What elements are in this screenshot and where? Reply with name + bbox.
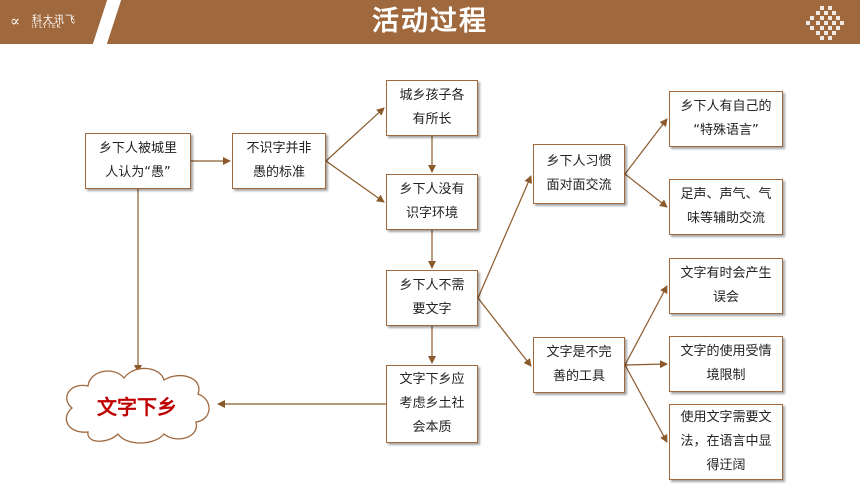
edge-n8-n13 [624,364,668,443]
node-line: 文字有时会产生 [680,266,772,281]
node-misunderstanding: 文字有时会产生误会 [669,258,783,314]
dot-pattern-icon [806,6,844,40]
node-illiteracy-not-standard: 不识字并非愚的标准 [232,133,326,189]
node-line: 使用文字需要文 [680,410,772,425]
edge-n8-n11 [624,285,668,366]
logo-mark: ∝ [10,12,21,30]
node-line: 文字下乡应 [399,372,465,387]
node-line: 愚的标准 [252,165,305,180]
node-line: 法，在语言中显 [680,434,772,449]
node-line: 乡下人没有 [399,182,465,197]
cloud-label: 文字下乡 [97,394,177,419]
edge-n7-n10 [624,173,668,208]
edge-n2-n4 [325,160,385,203]
edge-n2-n3 [325,107,385,162]
node-line: 有所长 [412,112,452,127]
edge-n7-n9 [624,118,668,175]
node-line: 不识字并非 [246,141,312,156]
node-line: 得迂阔 [706,458,746,473]
node-line: 考虑乡土社 [399,396,465,411]
edge-n5-n8 [477,297,532,367]
node-grammar-pedantic: 使用文字需要文法，在语言中显得迂阔 [669,404,783,480]
node-line: 误会 [712,290,739,305]
node-line: 会本质 [412,420,452,435]
node-special-language: 乡下人有自己的 “特殊语言” [669,91,783,147]
node-no-literacy-environment: 乡下人没有识字环境 [386,174,478,230]
node-line: 善的工具 [552,369,605,384]
node-consider-rural-society: 文字下乡应考虑乡土社会本质 [386,365,478,443]
node-line: 境限制 [706,368,746,383]
node-line: 文字的使用受情 [680,344,772,359]
node-line: 乡下人不需 [399,278,465,293]
edge-n5-n7 [477,175,532,299]
logo-text-cn: 科大讯飞 [32,15,76,26]
node-no-need-for-writing: 乡下人不需要文字 [386,270,478,326]
node-context-limited: 文字的使用受情境限制 [669,336,783,392]
node-line: 城乡孩子各 [399,88,465,103]
node-line: 乡下人被城里 [98,141,177,156]
node-line: 人认为“愚” [105,165,171,180]
node-rural-seen-as-foolish: 乡下人被城里人认为“愚” [85,133,191,189]
cloud-shape [65,367,210,444]
node-line: 乡下人习惯 [546,154,612,169]
logo-text-en: iFLYTEK [32,23,62,30]
node-line: 识字环境 [405,206,458,221]
node-line: 要文字 [412,302,452,317]
node-imperfect-tool: 文字是不完善的工具 [533,337,625,393]
node-children-strengths: 城乡孩子各有所长 [386,80,478,136]
node-face-to-face: 乡下人习惯面对面交流 [533,144,625,204]
node-auxiliary-communication: 足声、声气、气味等辅助交流 [669,179,783,235]
node-line: 乡下人有自己的 [680,99,772,114]
edge-n8-n12 [624,360,668,369]
node-line: 足声、声气、气 [680,187,772,202]
node-line: 面对面交流 [546,178,612,193]
page-title: 活动过程 [372,6,488,37]
node-line: 味等辅助交流 [686,211,765,226]
node-line: 文字是不完 [546,345,612,360]
logo: ∝ 科大讯飞 iFLYTEK [10,10,100,34]
node-line: “特殊语言” [693,123,759,138]
header-bar [0,0,860,44]
